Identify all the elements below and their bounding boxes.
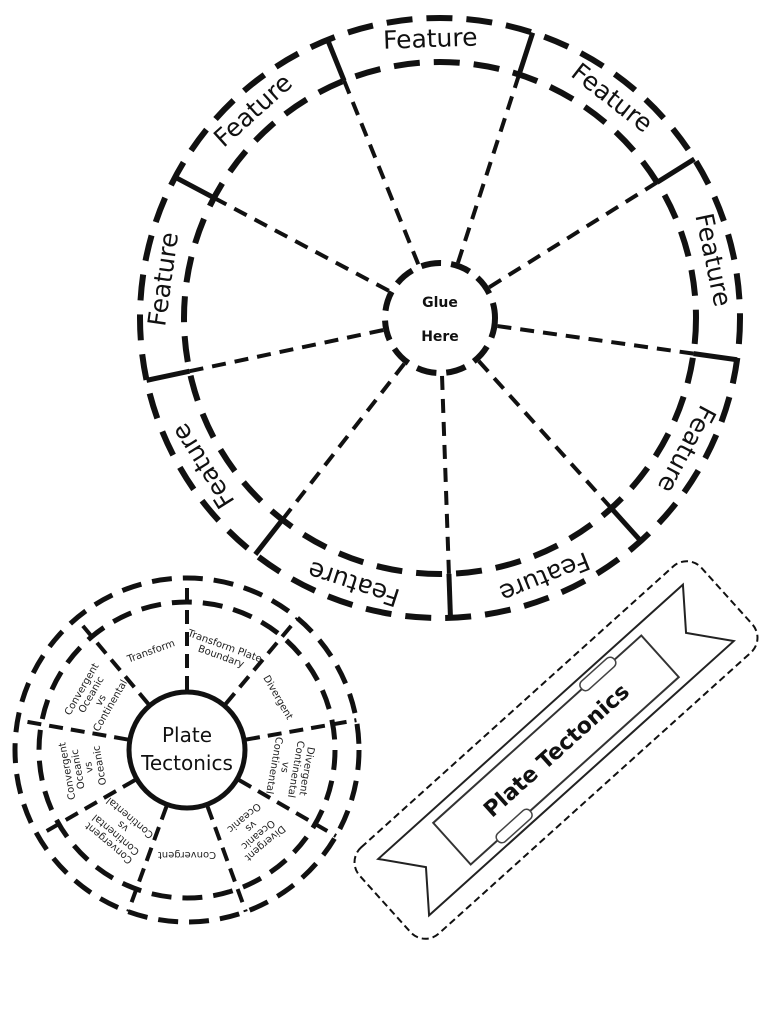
feature-divider [516, 31, 536, 76]
banner-cut-outline [353, 560, 759, 940]
feature-spoke [213, 196, 390, 293]
banner-fold-bottom [495, 808, 533, 844]
center-title-line-1: Plate [162, 723, 212, 747]
banner-panel [431, 634, 681, 866]
topic-segment-label: ConvergentOceanicvsContinental [63, 661, 130, 733]
feature-label: Feature [566, 57, 658, 138]
topic-segment-line: vs [278, 761, 291, 774]
banner-fold-top [579, 656, 617, 692]
feature-spoke [497, 324, 694, 356]
topic-segment-label: Divergent [260, 674, 294, 722]
topic-segment-line: vs [243, 818, 259, 834]
feature-divider [655, 156, 696, 185]
plate-tectonics-wheel: Transform PlateBoundaryDivergentDivergen… [12, 575, 362, 925]
topic-spoke [245, 718, 357, 742]
topic-segment-line: vs [94, 693, 109, 708]
topic-segment-label: DivergentOceanicvsOceanic [221, 797, 287, 862]
topic-spoke [237, 778, 337, 838]
feature-spoke [477, 359, 613, 510]
topic-segment-line: vs [83, 761, 96, 774]
here-label: Here [421, 329, 459, 345]
topic-spoke [37, 778, 137, 838]
feature-label: Feature [383, 23, 478, 55]
feature-divider [253, 518, 285, 556]
feature-divider [173, 174, 216, 201]
feature-divider [325, 38, 347, 82]
feature-spokes [189, 73, 694, 574]
feature-spoke [456, 73, 522, 264]
topic-spoke [17, 718, 129, 742]
glue-label: Glue [422, 295, 458, 311]
topic-segment-label: Transform [125, 638, 176, 666]
topic-segment-label: Transform PlateBoundary [181, 628, 263, 676]
topic-segment-label: Convergent [158, 849, 216, 860]
feature-divider [693, 351, 738, 363]
topic-spoke [74, 616, 150, 706]
feature-wheel-outer-ring [137, 15, 743, 621]
feature-spoke [440, 375, 451, 574]
center-title-line-2: Tectonics [140, 751, 233, 775]
topic-segment-line: Transform [125, 638, 176, 666]
topic-segment-line: Convergent [158, 849, 216, 860]
feature-divider [446, 573, 453, 618]
feature-wheel-inner-ring [181, 59, 699, 577]
feature-labels: FeatureFeatureFeatureFeatureFeatureFeatu… [142, 23, 737, 613]
topic-spoke [224, 616, 300, 706]
feature-spoke [342, 79, 421, 265]
topic-spoke [205, 805, 248, 913]
topic-segment-line: Oceanic [91, 744, 109, 786]
feature-spoke [280, 362, 406, 521]
feature-wheel: FeatureFeatureFeatureFeatureFeatureFeatu… [137, 15, 743, 621]
feature-dividers [146, 31, 738, 618]
feature-divider [609, 506, 643, 543]
feature-spoke [488, 180, 659, 289]
title-banner: Plate Tectonics [353, 560, 759, 940]
topic-center-circle [126, 689, 248, 811]
topic-spokes [17, 578, 357, 913]
topic-segment-label: DivergentContinentalvsContinental [263, 736, 316, 801]
topic-segment-line: vs [116, 818, 132, 834]
topic-segment-line: Divergent [260, 674, 294, 722]
feature-divider [146, 368, 191, 383]
topic-segment-label: ConvergentOceanicvsOceanic [57, 736, 110, 801]
glue-circle [382, 260, 498, 376]
topic-spoke [126, 805, 169, 913]
feature-spoke [189, 328, 384, 374]
feature-label: Feature [304, 555, 403, 612]
